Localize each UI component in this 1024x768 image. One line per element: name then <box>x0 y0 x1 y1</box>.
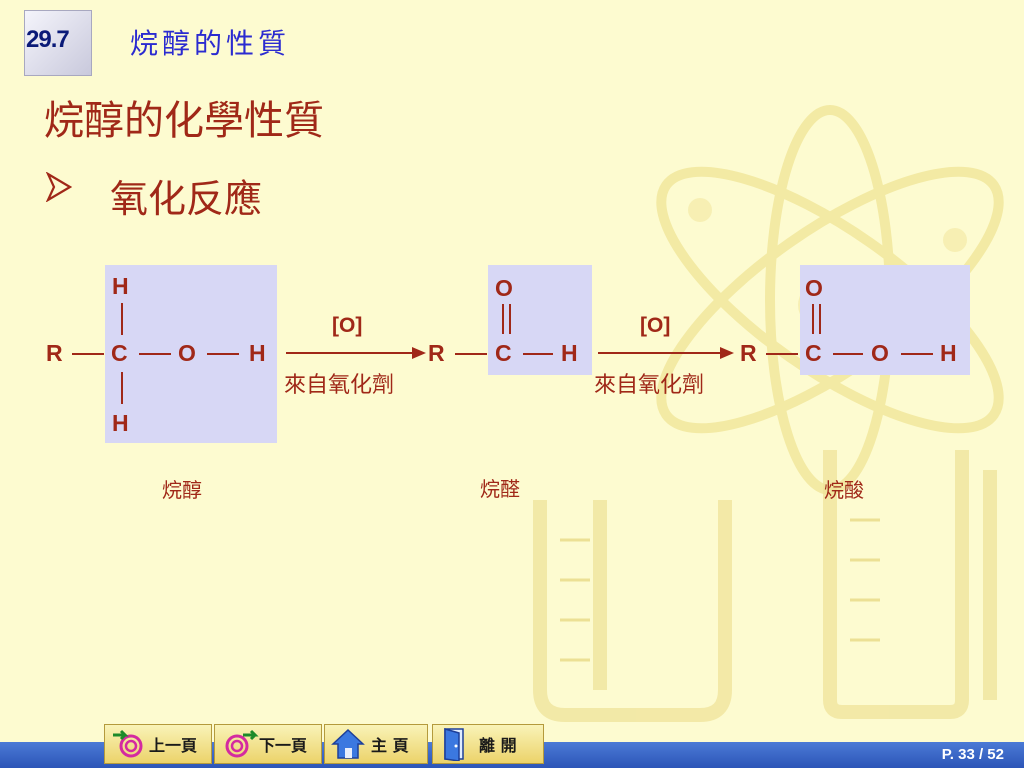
step1-arrow <box>286 352 414 354</box>
page-indicator: P. 33 / 52 <box>941 746 1004 763</box>
alcohol-bottom-bond <box>121 372 123 404</box>
alcohol-bond-rc <box>72 353 104 355</box>
label-aldehyde: 烷醛 <box>480 477 520 501</box>
aldehyde-h: H <box>561 340 578 366</box>
bullet-text: 氧化反應 <box>110 177 263 221</box>
aldehyde-double-bond-a <box>502 304 504 334</box>
alcohol-bond-oh <box>207 353 239 355</box>
acid-c: C <box>805 340 822 366</box>
aldehyde-double-bond-b <box>509 304 511 334</box>
label-acid: 烷酸 <box>824 478 864 502</box>
section-title: 烷醇的性質 <box>130 27 291 60</box>
acid-h: H <box>940 340 957 366</box>
page-title: 烷醇的化學性質 <box>44 98 324 144</box>
alcohol-bond-co <box>139 353 171 355</box>
exit-label: 離 開 <box>479 736 517 755</box>
alcohol-c: C <box>111 340 128 366</box>
aldehyde-bond-rc <box>455 353 487 355</box>
acid-top-o: O <box>805 275 823 301</box>
acid-bond-oh <box>901 353 933 355</box>
alcohol-top-bond <box>121 303 123 335</box>
aldehyde-o: O <box>495 275 513 301</box>
acid-o: O <box>871 340 889 366</box>
acid-highlight <box>800 265 970 375</box>
acid-double-bond-a <box>812 304 814 334</box>
next-page-button[interactable]: 下一頁 <box>214 724 322 764</box>
aldehyde-c: C <box>495 340 512 366</box>
home-label: 主 頁 <box>371 736 409 755</box>
acid-double-bond-b <box>819 304 821 334</box>
alcohol-r: R <box>46 340 63 366</box>
exit-button[interactable]: 離 開 <box>432 724 544 764</box>
next-page-label: 下一頁 <box>259 736 308 755</box>
aldehyde-highlight <box>488 265 592 375</box>
step2-arrow <box>598 352 722 354</box>
swirl-back-icon <box>113 729 143 758</box>
section-number: 29.7 <box>26 26 70 53</box>
step1-reagent: [O] <box>332 314 363 337</box>
acid-r: R <box>740 340 757 366</box>
aldehyde-r: R <box>428 340 445 366</box>
step2-condition: 來自氧化劑 <box>594 373 705 398</box>
house-icon <box>331 728 365 759</box>
arrow-bullet-icon <box>46 172 72 202</box>
prev-page-label: 上一頁 <box>149 736 198 755</box>
step2-arrow-head <box>720 347 734 359</box>
acid-bond-co <box>833 353 863 355</box>
alcohol-o: O <box>178 340 196 366</box>
swirl-forward-icon <box>225 729 259 758</box>
door-icon <box>444 728 464 761</box>
label-alcohol: 烷醇 <box>162 478 202 502</box>
alcohol-highlight <box>105 265 277 443</box>
home-button[interactable]: 主 頁 <box>324 724 428 764</box>
aldehyde-bond-ch <box>523 353 553 355</box>
step2-reagent: [O] <box>640 314 671 337</box>
alcohol-bottom-h: H <box>112 410 129 436</box>
bottom-navigation-bar: 上一頁 下一頁 主 頁 離 開 P. 33 / 52 <box>0 718 1024 768</box>
section-number-box <box>24 10 92 76</box>
step1-arrow-head <box>412 347 426 359</box>
acid-bond-rc <box>766 353 798 355</box>
prev-page-button[interactable]: 上一頁 <box>104 724 212 764</box>
step1-condition: 來自氧化劑 <box>284 373 395 398</box>
alcohol-h: H <box>249 340 266 366</box>
alcohol-top-h: H <box>112 273 129 299</box>
